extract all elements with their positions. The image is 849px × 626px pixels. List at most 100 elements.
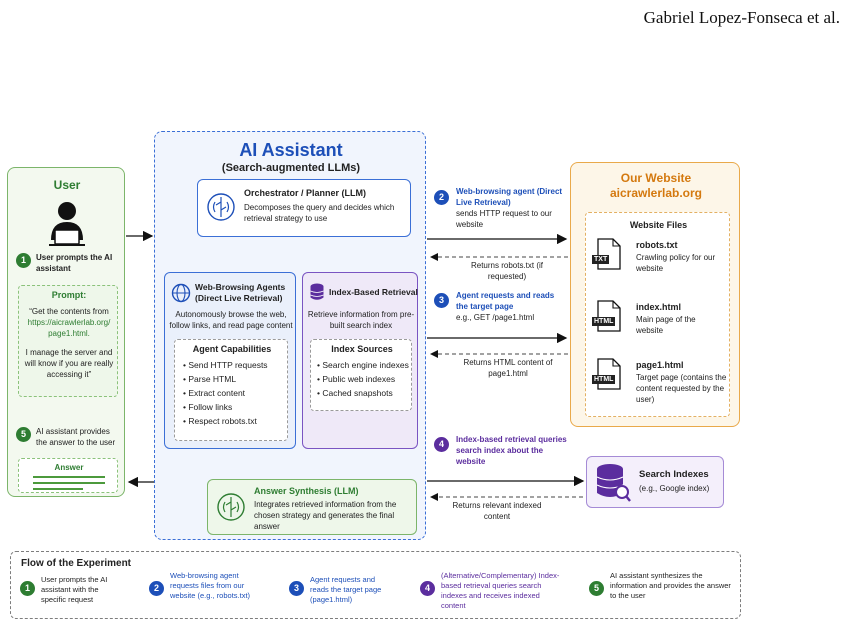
- source-item: Public web indexes: [317, 372, 413, 386]
- answer-synthesis-box: Answer Synthesis (LLM) Integrates retrie…: [207, 479, 417, 535]
- user-panel: User 1 User prompts the AI assistant Pro…: [7, 167, 125, 497]
- source-item: Cached snapshots: [317, 386, 413, 400]
- step-2-label: Web-browsing agent (Direct Live Retrieva…: [456, 186, 566, 230]
- synthesis-title: Answer Synthesis (LLM): [254, 486, 359, 496]
- answer-line-2: [33, 482, 105, 484]
- capability-item: Send HTTP requests: [183, 358, 287, 372]
- brain-icon: [217, 493, 245, 521]
- prompt-text: “Get the contents from https://aicrawler…: [21, 306, 117, 380]
- step-1-text: User prompts the AI assistant: [36, 253, 113, 273]
- search-indexes-box: Search Indexes (e.g., Google index): [586, 456, 724, 508]
- capability-item: Follow links: [183, 400, 287, 414]
- file-type-badge: TXT: [592, 255, 610, 264]
- search-indexes-title: Search Indexes: [639, 469, 709, 480]
- file-name: robots.txt: [636, 240, 678, 250]
- source-item: Search engine indexes: [317, 358, 413, 372]
- orchestrator-title: Orchestrator / Planner (LLM): [244, 188, 367, 198]
- user-at-laptop-icon: [49, 202, 85, 246]
- sources-list: Search engine indexes Public web indexes…: [317, 358, 413, 400]
- flow-step-3-badge: 3: [289, 581, 304, 596]
- database-search-icon: [596, 464, 631, 502]
- sources-title: Index Sources: [331, 344, 393, 354]
- capabilities-list: Send HTTP requests Parse HTML Extract co…: [183, 358, 287, 428]
- prompt-link-1[interactable]: https://aicrawlerlab.org/: [27, 318, 111, 327]
- flow-step-2-text: Web-browsing agent requests files from o…: [170, 571, 251, 600]
- flow-step-2-badge: 2: [149, 581, 164, 596]
- brain-icon: [207, 193, 235, 221]
- index-sources-box: Index Sources Search engine indexes Publ…: [310, 339, 412, 411]
- flow-step-1-text: User prompts the AI assistant with the s…: [41, 575, 108, 604]
- step-3-badge: 3: [434, 293, 449, 308]
- prompt-title: Prompt:: [51, 290, 87, 300]
- returns-robots-label: Returns robots.txt (if requested): [470, 261, 544, 281]
- prompt-line-1: “Get the contents from: [29, 307, 109, 316]
- file-type-badge: HTML: [592, 317, 616, 326]
- ai-subtitle: (Search-augmented LLMs): [221, 162, 361, 174]
- author-header: Gabriel Lopez-Fonseca et al.: [643, 8, 840, 27]
- step-5-badge: 5: [16, 427, 31, 442]
- prompt-line-2: I manage the server and will know if you…: [24, 348, 114, 379]
- web-agents-title: Web-Browsing Agents (Direct Live Retriev…: [195, 282, 286, 303]
- website-panel: Our Website aicrawlerlab.org Website Fil…: [570, 162, 740, 427]
- file-item-page1: HTML page1.html Target page (contains th…: [592, 358, 727, 416]
- step-3-label: Agent requests and reads the target page…: [456, 290, 566, 323]
- prompt-box: Prompt: “Get the contents from https://a…: [18, 285, 118, 397]
- step-5-text: AI assistant provides the answer to the …: [36, 427, 116, 447]
- index-based-retrieval-box: Index-Based Retrieval Retrieve informati…: [302, 272, 418, 449]
- ai-assistant-panel: AI Assistant (Search-augmented LLMs) Orc…: [154, 131, 426, 540]
- flow-step-5-badge: 5: [589, 581, 604, 596]
- flow-of-experiment-box: Flow of the Experiment 1 User prompts th…: [10, 551, 741, 619]
- index-retrieval-title: Index-Based Retrieval: [329, 287, 418, 297]
- document-icon: [597, 300, 621, 332]
- file-name: page1.html: [636, 360, 684, 370]
- capability-item: Respect robots.txt: [183, 414, 287, 428]
- answer-line-1: [33, 476, 105, 478]
- synthesis-desc: Integrates retrieved information from th…: [254, 500, 397, 531]
- flow-title: Flow of the Experiment: [21, 558, 132, 569]
- flow-step-5-text: AI assistant synthesizes the information…: [610, 571, 731, 600]
- step-3-title: Agent requests and reads the target page: [456, 291, 555, 311]
- document-icon: [597, 358, 621, 390]
- returns-indexed-label: Returns relevant indexed content: [452, 501, 542, 521]
- database-icon: [310, 283, 324, 300]
- answer-box: Answer: [18, 458, 118, 493]
- web-agents-desc: Autonomously browse the web, follow link…: [169, 310, 293, 330]
- step-4-badge: 4: [434, 437, 449, 452]
- file-desc: Target page (contains the content reques…: [636, 373, 727, 404]
- answer-line-3: [33, 488, 83, 490]
- search-indexes-desc: (e.g., Google index): [639, 484, 710, 493]
- prompt-link-2[interactable]: page1.html.: [48, 329, 90, 338]
- file-name: index.html: [636, 302, 682, 312]
- file-item-index: HTML index.html Main page of the website: [592, 300, 726, 350]
- capability-item: Extract content: [183, 386, 287, 400]
- ai-title: AI Assistant: [239, 140, 343, 160]
- file-item-robots: TXT robots.txt Crawling policy for our w…: [592, 238, 726, 288]
- capability-item: Parse HTML: [183, 372, 287, 386]
- website-title: Our Website aicrawlerlab.org: [571, 171, 741, 201]
- file-type-badge: HTML: [592, 375, 616, 384]
- globe-icon: [171, 283, 191, 303]
- step-2-badge: 2: [434, 190, 449, 205]
- flow-step-3-text: Agent requests and reads the target page…: [310, 575, 382, 604]
- flow-step-4-badge: 4: [420, 581, 435, 596]
- web-browsing-agents-box: Web-Browsing Agents (Direct Live Retriev…: [164, 272, 296, 449]
- website-domain: aicrawlerlab.org: [609, 186, 703, 200]
- orchestrator-desc: Decomposes the query and decides which r…: [244, 203, 395, 223]
- flow-step-4-text: (Alternative/Complementary) Index-based …: [441, 571, 560, 610]
- files-title: Website Files: [629, 220, 688, 230]
- website-files-box: Website Files TXT robots.txt Crawling po…: [585, 212, 730, 417]
- agent-capabilities-box: Agent Capabilities Send HTTP requests Pa…: [174, 339, 288, 441]
- capabilities-title: Agent Capabilities: [192, 344, 272, 354]
- index-retrieval-desc: Retrieve information from pre-built sear…: [307, 310, 415, 330]
- file-desc: Crawling policy for our website: [636, 253, 716, 273]
- user-title: User: [53, 178, 81, 192]
- returns-html-label: Returns HTML content of page1.html: [463, 358, 553, 378]
- step-1-badge: 1: [16, 253, 31, 268]
- website-title-line-1: Our Website: [620, 171, 692, 185]
- flow-step-1-badge: 1: [20, 581, 35, 596]
- step-3-desc: e.g., GET /page1.html: [456, 313, 535, 322]
- step-4-label: Index-based retrieval queries search ind…: [456, 435, 567, 466]
- orchestrator-box: Orchestrator / Planner (LLM) Decomposes …: [197, 179, 411, 237]
- document-icon: [597, 238, 621, 270]
- step-2-desc: sends HTTP request to our website: [456, 209, 552, 229]
